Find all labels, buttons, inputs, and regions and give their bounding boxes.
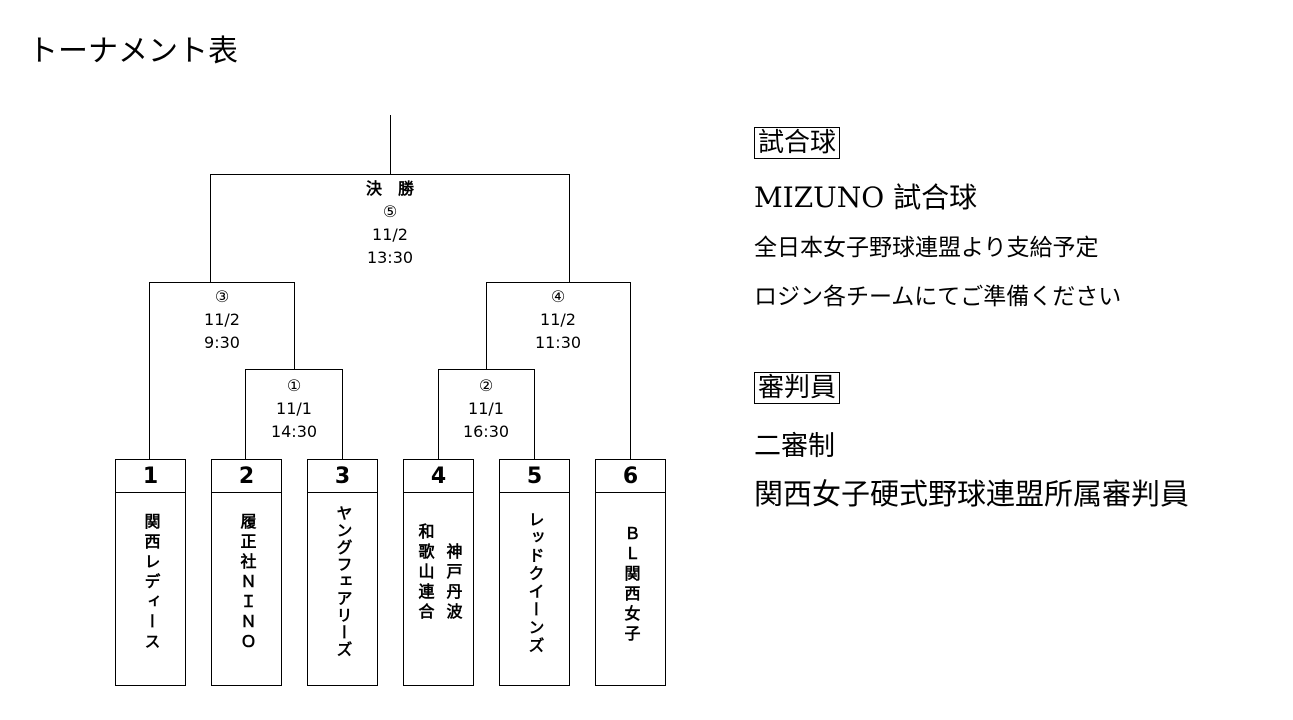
umpire-system: 二審制 <box>754 431 835 462</box>
team-box-3: 3 ヤングフェアリーズ <box>307 459 378 686</box>
match-3: ③ 11/2 9:30 <box>162 285 282 354</box>
match-final: 決 勝 ⑤ 11/2 13:30 <box>330 177 450 269</box>
team-number: 2 <box>212 460 281 493</box>
match-time: 11:30 <box>534 333 582 352</box>
team-number: 5 <box>500 460 569 493</box>
match-time: 9:30 <box>204 333 240 352</box>
match-number: ⑤ <box>382 202 398 221</box>
match-number: ③ <box>214 287 230 306</box>
team-number: 4 <box>404 460 473 493</box>
team-box-5: 5 レッドクイーンズ <box>499 459 570 686</box>
match-number: ① <box>286 376 302 395</box>
team-box-4: 4 神戸丹波和歌山連合 <box>403 459 474 686</box>
match-2: ② 11/1 16:30 <box>426 374 546 443</box>
umpire-source: 関西女子硬式野球連盟所属審判員 <box>754 477 1190 511</box>
team-name-line2: 和歌山連合 <box>415 523 435 623</box>
team-number: 1 <box>116 460 185 493</box>
match-1: ① 11/1 14:30 <box>234 374 354 443</box>
team-name: 履正社ＮＩＮＯ <box>237 513 257 653</box>
team-name: 関西レディース <box>141 513 161 653</box>
ball-heading: 試合球 <box>754 127 841 159</box>
umpire-heading: 審判員 <box>754 372 841 404</box>
team-box-1: 1 関西レディース <box>115 459 186 686</box>
match-date: 11/1 <box>276 399 312 418</box>
final-label: 決 勝 <box>365 179 414 198</box>
team-name: ヤングフェアリーズ <box>333 505 353 658</box>
ball-name: MIZUNO 試合球 <box>754 181 978 214</box>
team-name-line1: 神戸丹波 <box>443 543 463 623</box>
team-name: レッドクイーンズ <box>525 511 545 655</box>
page-title: トーナメント表 <box>28 34 238 69</box>
team-name: ＢＬ関西女子 <box>621 525 641 645</box>
match-4: ④ 11/2 11:30 <box>498 285 618 354</box>
team-box-2: 2 履正社ＮＩＮＯ <box>211 459 282 686</box>
match-time: 13:30 <box>366 248 414 267</box>
match-date: 11/2 <box>540 310 576 329</box>
match-time: 16:30 <box>462 422 510 441</box>
match-date: 11/2 <box>372 225 408 244</box>
match-time: 14:30 <box>270 422 318 441</box>
match-date: 11/2 <box>204 310 240 329</box>
ball-note-1: 全日本女子野球連盟より支給予定 <box>754 235 1099 261</box>
match-date: 11/1 <box>468 399 504 418</box>
team-number: 6 <box>596 460 665 493</box>
team-number: 3 <box>308 460 377 493</box>
match-number: ④ <box>550 287 566 306</box>
match-number: ② <box>478 376 494 395</box>
ball-note-2: ロジン各チームにてご準備ください <box>754 284 1122 310</box>
